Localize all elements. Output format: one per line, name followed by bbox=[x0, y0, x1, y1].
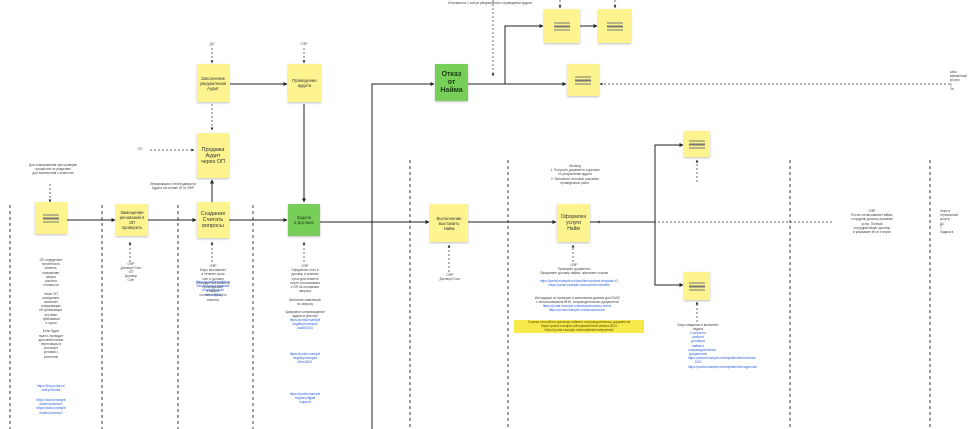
note-right-upper[interactable] bbox=[684, 131, 710, 157]
note-top-1[interactable] bbox=[544, 9, 580, 43]
col4-link3[interactable]: https://portal.example /registry/digital… bbox=[289, 392, 321, 405]
note-lines-icon bbox=[575, 75, 591, 86]
col1-text: ОП определяет потребность клиента, напра… bbox=[38, 258, 64, 359]
col6-text: ОФР Проверяет документы Оформляет догово… bbox=[539, 263, 609, 276]
note-lines-icon bbox=[689, 281, 705, 292]
col6-text2: Инструкция по проверке и заполнению данн… bbox=[534, 296, 621, 305]
note-top-2[interactable] bbox=[598, 9, 631, 43]
col4-link2[interactable]: https://portal.example /registry/changes… bbox=[289, 352, 321, 365]
label-below-lower: Бюро сведения и выполнен задача bbox=[677, 323, 719, 332]
col6-link[interactable]: https://portal.example.ru/docs/hire/cont… bbox=[540, 279, 618, 288]
note-vypolnenie[interactable]: Выполнение выставить Найм bbox=[430, 204, 468, 242]
right-edge-text-a: Чере в териальный услуга До Т Задача в bbox=[940, 209, 958, 235]
note-oformlenie[interactable]: Оформлен услуги Найм bbox=[557, 204, 590, 242]
note-lines-icon bbox=[43, 213, 59, 224]
note-zadacha[interactable]: Задача в Договор bbox=[288, 204, 320, 236]
note-lines-icon bbox=[606, 21, 623, 32]
note-left-lines[interactable] bbox=[35, 202, 67, 234]
note-provedenie[interactable]: Проведение аудита bbox=[288, 64, 321, 102]
note-yellow-1[interactable]: Замещение ренований в ЭП проверить bbox=[116, 204, 148, 236]
label-ofr-col5: ОФР Договор+Счет bbox=[439, 273, 461, 282]
note-prodazha[interactable]: Продажа Аудит через ОП bbox=[197, 133, 229, 178]
note-lines-icon bbox=[554, 21, 570, 32]
label-info: Информация о необходимости Аудита на осн… bbox=[150, 182, 196, 191]
label-working: Working 1. Получить документы и данные п… bbox=[550, 164, 600, 185]
top-caption: Итоговая на 1 спец в уведомлении о прове… bbox=[448, 1, 532, 5]
left-caption: Для сканирования при проверке процессов … bbox=[29, 163, 77, 176]
label-ofr: ОФР bbox=[300, 42, 308, 46]
note-otkaz[interactable]: Отказ от Найма bbox=[435, 64, 468, 101]
right-link[interactable]: Ссылка на шаблон договора найма и сопров… bbox=[688, 331, 757, 369]
label-op: ОП bbox=[137, 147, 143, 151]
col1-link1[interactable]: https://link-portal.ru/ wiki/proverka bbox=[37, 384, 65, 393]
col3-link[interactable]: https://portal.example.ru /doc/standard-… bbox=[195, 280, 231, 297]
col1-link2[interactable]: https://docs.example /share/process/1 ht… bbox=[36, 398, 66, 415]
label-ofr-col2: ОФР Договор+Счет bbox=[120, 262, 142, 271]
note-zapolnenie[interactable]: Заполнение уведомления Аудит bbox=[197, 64, 229, 102]
note-right-lower[interactable] bbox=[684, 272, 710, 300]
col6-highlight-block[interactable]: Ссылка на шаблон договора найма и сопров… bbox=[514, 320, 644, 333]
right-side-text: ОФР После согласования Найма, сотрудник … bbox=[851, 209, 893, 235]
right-edge-text-b: кабо временный услуги Л За bbox=[950, 70, 967, 91]
label-do: ДО bbox=[209, 42, 215, 46]
col2-text: ОП Договор Счет bbox=[124, 270, 138, 283]
col4-link1[interactable]: https://portal.example /registry/contrac… bbox=[289, 318, 321, 331]
note-sozdanie[interactable]: Создание Считать вопросы bbox=[197, 202, 229, 238]
col4-text: ОФР Оформляет счет и договор в течение с… bbox=[285, 264, 325, 319]
note-mid-right[interactable] bbox=[567, 64, 599, 96]
col3-text: ОФР Бюро выставляет в течение суток счет… bbox=[196, 264, 230, 302]
note-lines-icon bbox=[689, 139, 705, 150]
col6-link2[interactable]: https://portal.example.ru/instructions/e… bbox=[542, 304, 612, 313]
